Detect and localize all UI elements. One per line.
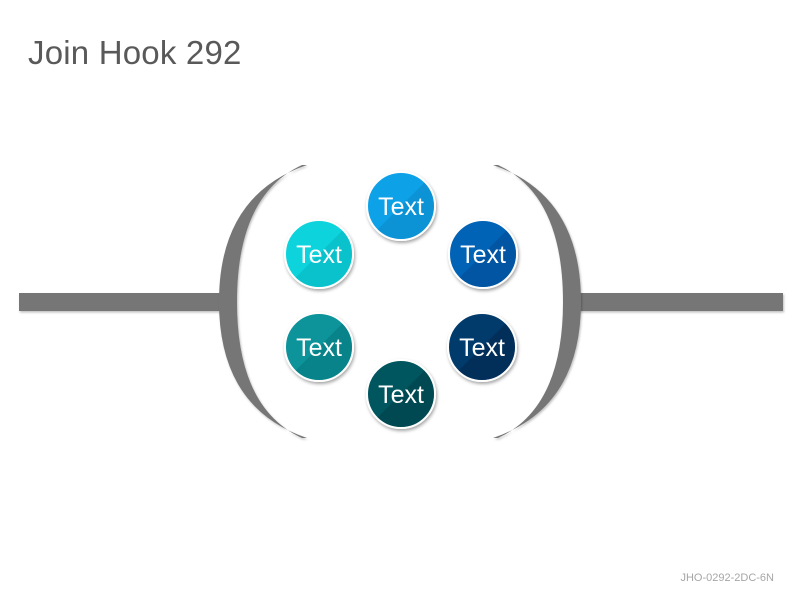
right-connector-bar xyxy=(577,293,783,311)
text-node: Text xyxy=(447,312,517,382)
text-node-shade xyxy=(377,182,434,239)
text-node-label: Text xyxy=(296,241,342,269)
text-node: Text xyxy=(284,312,354,382)
left-bracket-arc xyxy=(219,165,307,438)
text-node-shade xyxy=(458,323,515,380)
text-node-shade xyxy=(295,323,352,381)
text-node-label: Text xyxy=(378,381,424,409)
text-node-shade xyxy=(295,230,352,288)
page-title: Join Hook 292 xyxy=(28,34,242,71)
text-node-label: Text xyxy=(296,334,342,362)
right-bracket-arc xyxy=(493,165,581,438)
left-connector-bar xyxy=(19,293,222,311)
text-node-label: Text xyxy=(378,193,424,221)
text-node-label: Text xyxy=(460,241,506,269)
text-node: Text xyxy=(448,219,518,289)
text-node-shade xyxy=(377,370,434,427)
text-node: Text xyxy=(366,359,436,429)
text-node: Text xyxy=(366,171,436,241)
footer-code: JHO-0292-2DC-6N xyxy=(680,572,774,584)
text-node: Text xyxy=(284,219,354,289)
text-node-label: Text xyxy=(459,334,505,362)
text-node-shade xyxy=(459,230,517,288)
